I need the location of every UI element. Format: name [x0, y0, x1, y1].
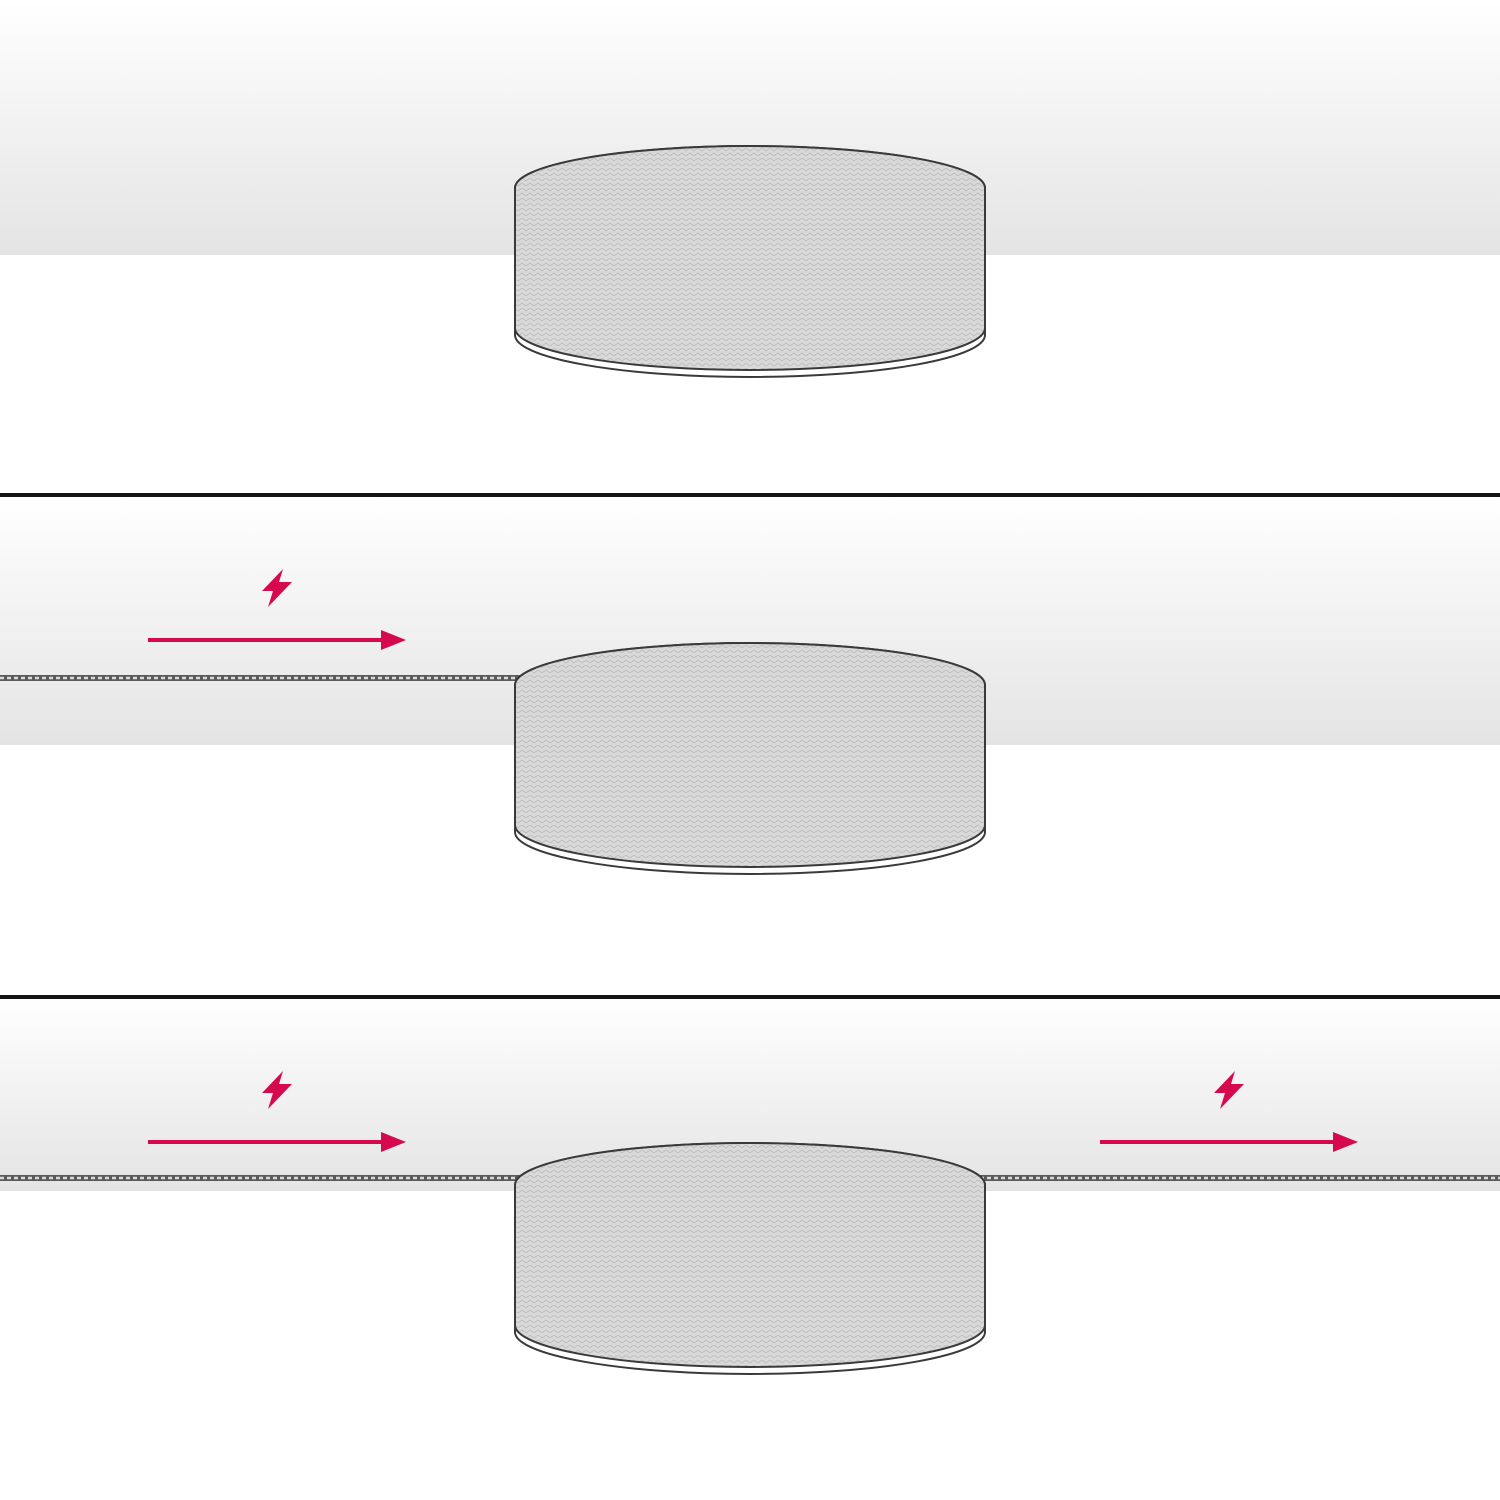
ceiling-lamp-shade: [514, 1142, 986, 1375]
ceiling-lamp-shade: [514, 145, 986, 378]
power-direction-arrow: [146, 628, 408, 652]
panel-through-wiring: [0, 995, 1500, 1500]
lightning-bolt-icon-right: [1214, 1071, 1244, 1109]
lightning-bolt-icon-left: [262, 1071, 292, 1109]
panel-feed-in-cable-left: [0, 493, 1500, 995]
panel-flush-ceiling-lamp: [0, 0, 1500, 493]
power-direction-arrow-left: [146, 1130, 408, 1154]
lightning-bolt-icon: [262, 569, 292, 607]
power-direction-arrow-right: [1098, 1130, 1360, 1154]
ceiling-lamp-shade: [514, 642, 986, 875]
